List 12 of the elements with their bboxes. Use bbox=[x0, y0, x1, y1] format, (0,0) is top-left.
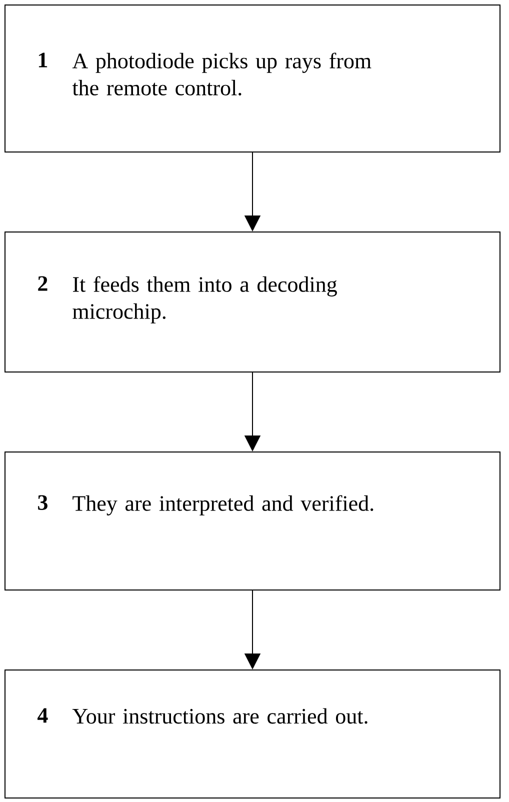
step-number: 2 bbox=[38, 276, 48, 291]
step-number: 4 bbox=[38, 708, 48, 723]
step-box bbox=[4, 232, 500, 372]
step-box bbox=[4, 452, 500, 590]
step-box bbox=[4, 4, 500, 152]
step-text: A photodiode picks up rays from the remote control. bbox=[72, 52, 372, 96]
step-text: It feeds them into a decoding microchip. bbox=[72, 276, 337, 324]
step-number: 1 bbox=[38, 52, 48, 68]
step-text: Your instructions are carried out. bbox=[72, 708, 368, 724]
step-box bbox=[4, 670, 500, 798]
step-number: 3 bbox=[38, 495, 48, 510]
step-text: They are interpreted and verified. bbox=[72, 495, 374, 516]
